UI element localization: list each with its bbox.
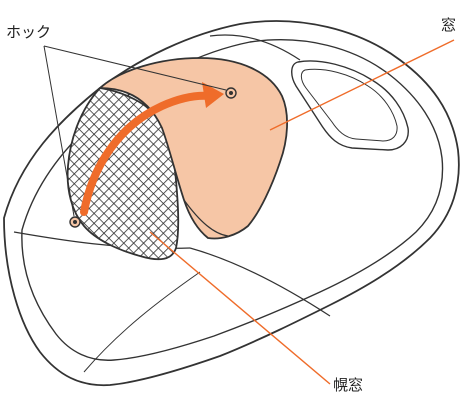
cover-label: 窓 [441,16,457,34]
cover-flap-fold [183,199,229,237]
window-leader-line [149,231,331,385]
roll-up-arrow [80,82,224,216]
side-panel-inner [300,68,398,142]
hook-lower [69,216,81,228]
cover-leader-line [269,39,455,131]
side-panel-frame [291,60,409,151]
hood-seam-lower [83,271,201,373]
hood-seam-upper [209,34,301,61]
hook-upper [225,87,237,99]
hook-label: ホック [6,23,52,41]
hook-leader-lines [43,45,227,217]
window-cover-flap [97,57,288,240]
hood-seam-center [189,247,331,317]
hood-window-label: 幌窓 [333,376,364,394]
